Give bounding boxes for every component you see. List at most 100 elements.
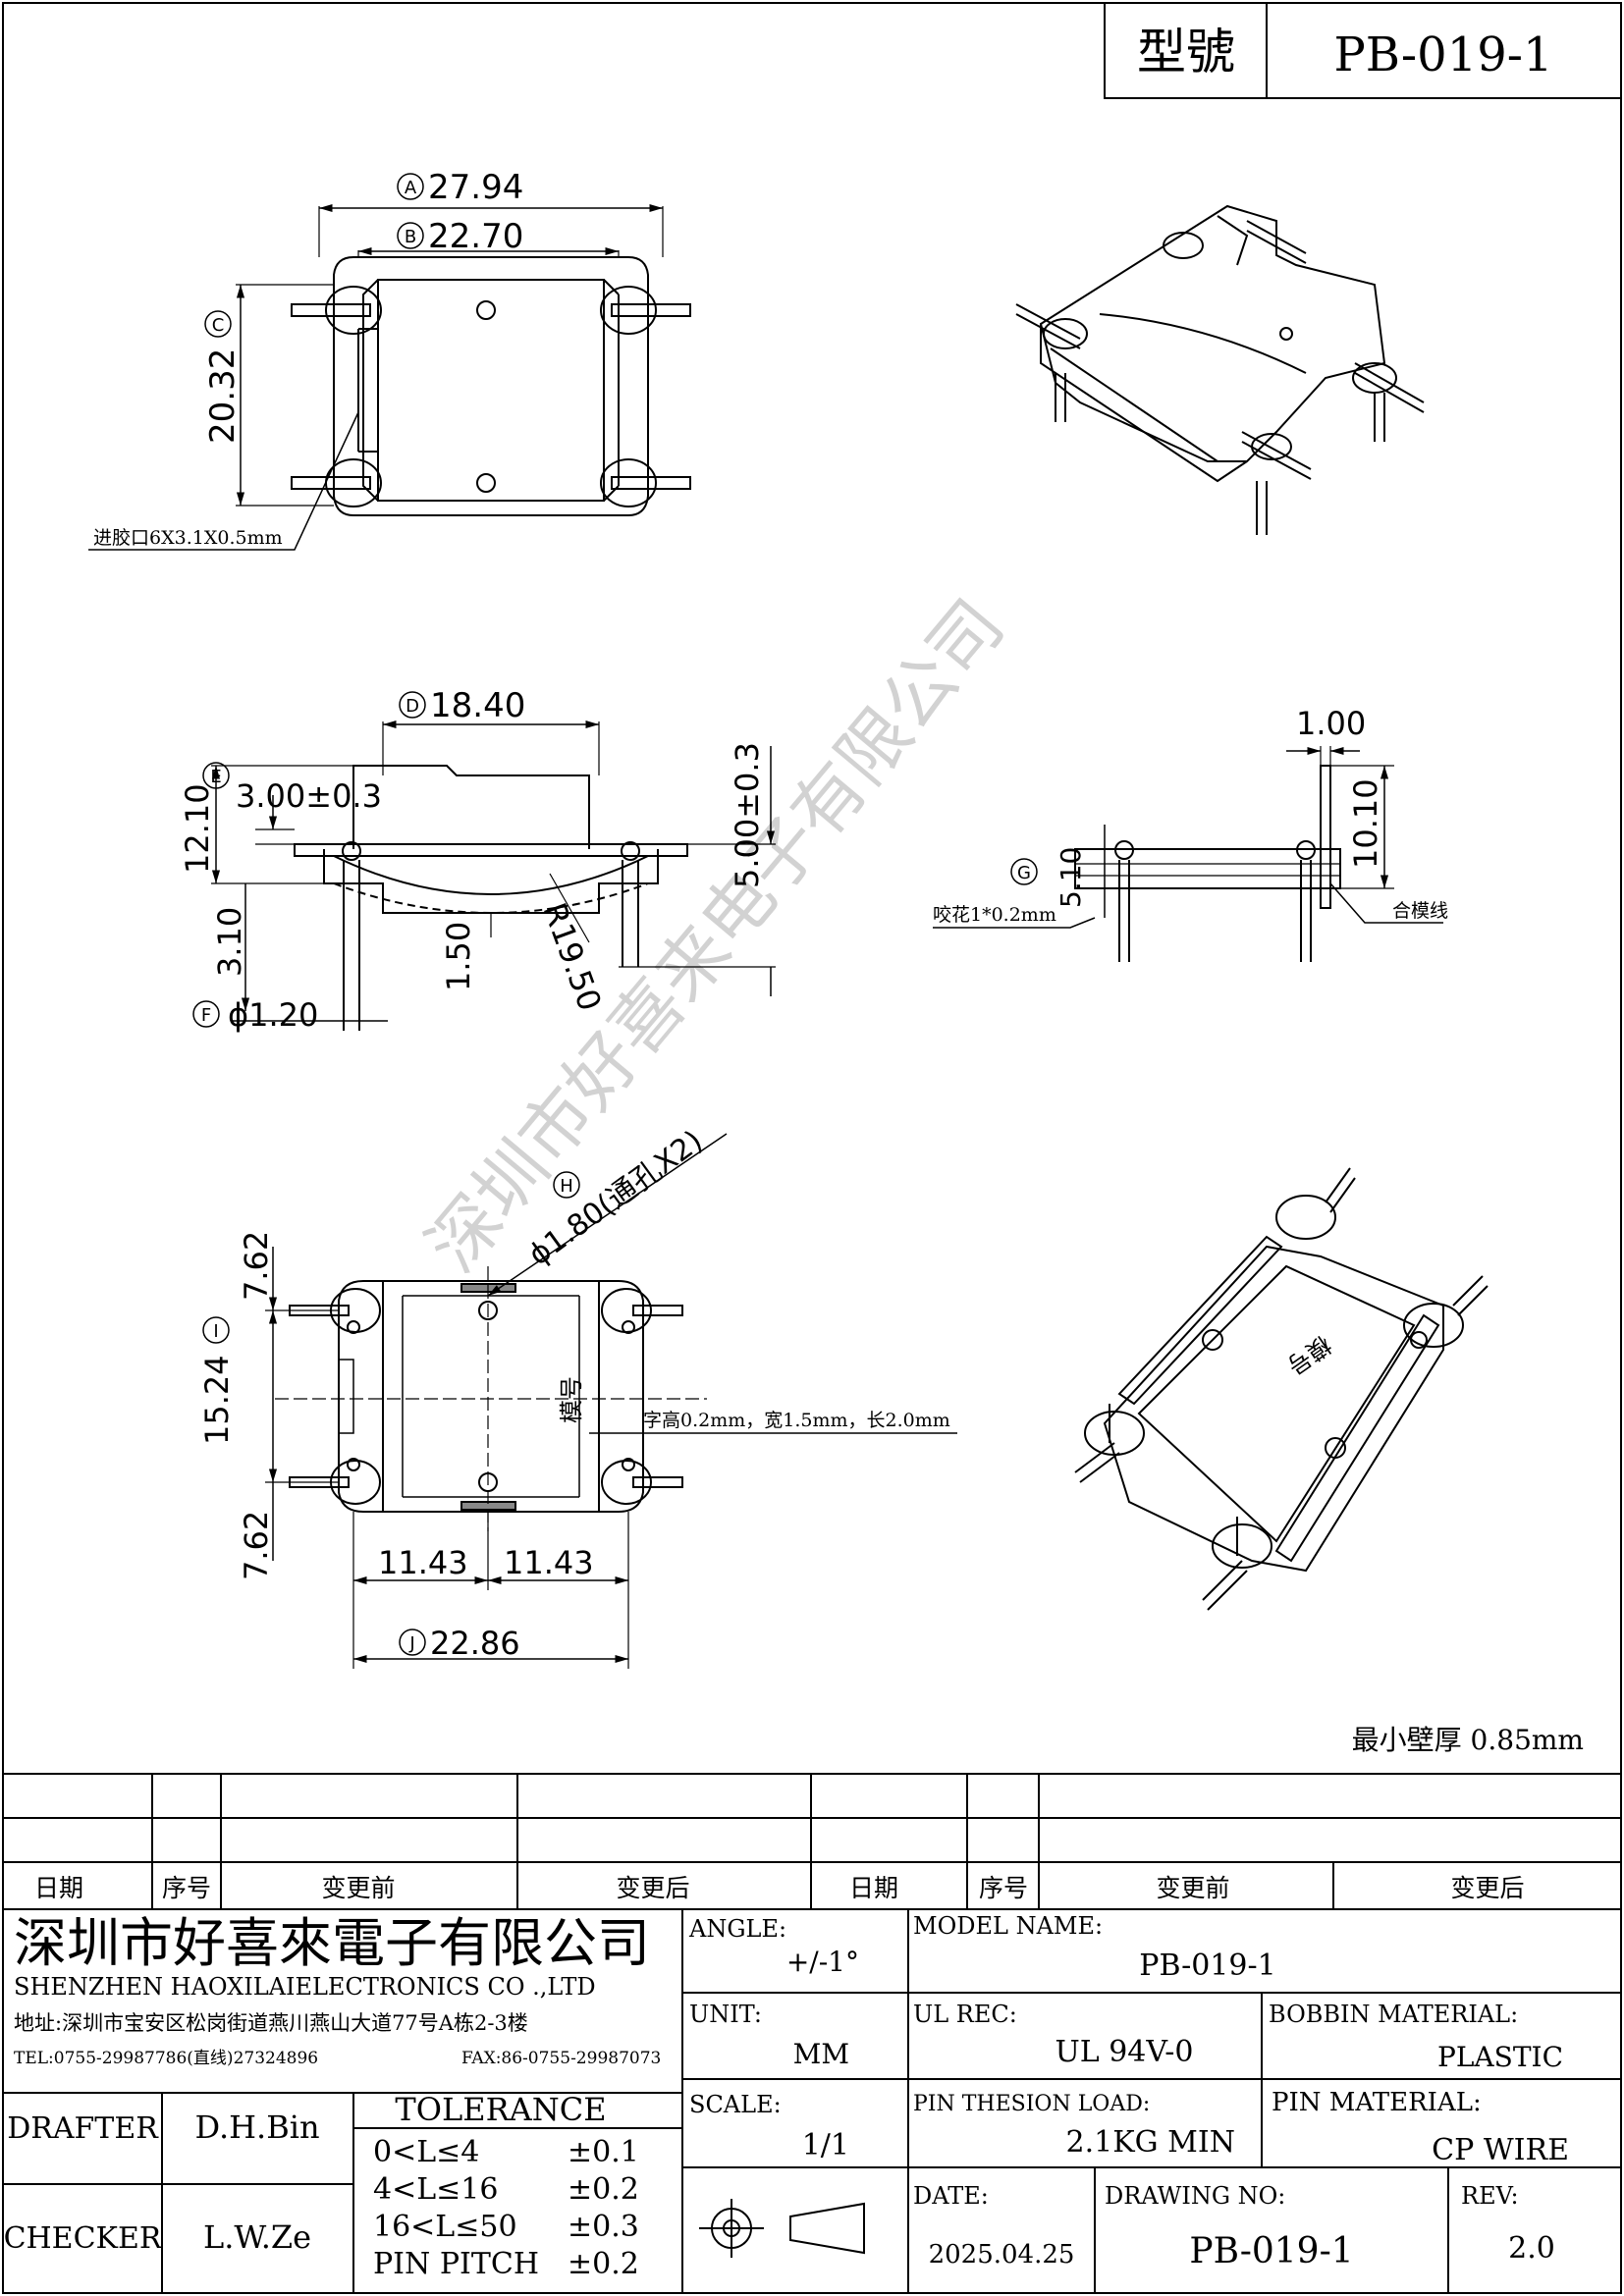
dim-I-value: 15.24: [198, 1355, 236, 1445]
drawing-no-value: PB-019-1: [1189, 2231, 1353, 2271]
tol-range-1: 0<L≤4: [373, 2135, 479, 2169]
dim-1010: 10.10: [1347, 778, 1384, 869]
company-name-cn: 深圳市好喜來電子有限公司: [14, 1912, 650, 1974]
side-view-labels: 1.00 10.10 G 5.10 咬花1*0.2mm 合模线: [933, 705, 1448, 926]
dim-D-tag: D: [406, 696, 419, 717]
company-fax: FAX:86-0755-29987073: [461, 2049, 661, 2068]
dim-762-bottom: 7.62: [238, 1511, 275, 1580]
front-view: [211, 720, 776, 1031]
pin-load-label: PIN THESION LOAD:: [913, 2092, 1150, 2116]
rev-header-date-1: 日期: [34, 1874, 83, 1902]
projection-symbol: [699, 2199, 865, 2258]
tol-range-4: PIN PITCH: [373, 2247, 539, 2281]
unit-label: UNIT:: [689, 2001, 762, 2028]
dim-I-tag: I: [213, 1321, 218, 1342]
dim-r1950: R19.50: [535, 898, 609, 1016]
dim-762-top: 7.62: [238, 1231, 275, 1301]
bobbin-material-label: BOBBIN MATERIAL:: [1269, 2001, 1518, 2028]
dim-100: 1.00: [1296, 705, 1366, 742]
scale-label: SCALE:: [689, 2091, 782, 2118]
top-view: [88, 203, 691, 551]
iso-view-top: [1015, 204, 1425, 535]
date-label: DATE:: [913, 2182, 989, 2210]
dim-A-value: 27.94: [428, 168, 523, 207]
char-note: 字高0.2mm，宽1.5mm，长2.0mm: [643, 1410, 950, 1431]
drawing-no-label: DRAWING NO:: [1105, 2182, 1285, 2210]
dim-1143-left: 11.43: [378, 1544, 468, 1581]
rev-header-no-1: 序号: [162, 1874, 211, 1902]
tol-value-1: ±0.1: [568, 2135, 639, 2169]
company-block: 深圳市好喜來電子有限公司 SHENZHEN HAOXILAIELECTRONIC…: [14, 1912, 661, 2068]
knurl-note: 咬花1*0.2mm: [933, 904, 1056, 926]
tolerance-block: TOLERANCE 0<L≤4 ±0.1 4<L≤16 ±0.2 16<L≤50…: [373, 2091, 639, 2281]
parting-note: 合模线: [1392, 900, 1448, 922]
tolerance-title: TOLERANCE: [395, 2091, 606, 2128]
pin-load-value: 2.1KG MIN: [1066, 2125, 1235, 2160]
dim-H-tag: H: [560, 1176, 573, 1197]
bottom-view-labels: H ϕ1.80(通孔X2) 7.62 I 15.24 7.62 模号 字高0.2…: [198, 1124, 950, 1662]
pin-material-value: CP WIRE: [1432, 2133, 1569, 2167]
ul-label: UL REC:: [913, 2001, 1017, 2028]
tol-range-2: 4<L≤16: [373, 2172, 498, 2207]
mold-no-iso-label: 模号: [1281, 1330, 1335, 1379]
revision-table-headers: 日期 序号 变更前 变更后 日期 序号 变更前 变更后: [34, 1874, 1525, 1902]
title-block-grid: [3, 1909, 1621, 2293]
dim-A-tag: A: [405, 178, 417, 198]
tol-value-4: ±0.2: [568, 2247, 639, 2281]
rev-header-after-1: 变更后: [616, 1874, 689, 1902]
spec-right-columns: MODEL NAME: PB-019-1 UL REC: UL 94V-0 BO…: [913, 1912, 1569, 2167]
unit-value: MM: [793, 2038, 849, 2070]
ul-value: UL 94V-0: [1055, 2035, 1193, 2069]
dim-150: 1.50: [440, 922, 477, 991]
dim-C-value: 20.32: [203, 348, 243, 444]
top-view-labels: A 27.94 B 22.70 C 20.32 进胶口6X3.1X0.5mm: [93, 168, 523, 549]
drafter-name: D.H.Bin: [194, 2109, 319, 2146]
dim-B-value: 22.70: [428, 217, 523, 256]
scale-value: 1/1: [802, 2128, 849, 2163]
dim-D-value: 18.40: [430, 686, 525, 725]
min-wall-note: 最小壁厚 0.85mm: [1352, 1724, 1584, 1756]
tol-value-3: ±0.3: [568, 2210, 639, 2244]
dim-E-value: 12.10: [179, 783, 216, 874]
drawing-info: DATE: 2025.04.25 DRAWING NO: PB-019-1 RE…: [913, 2182, 1555, 2271]
spec-left-column: ANGLE: +/-1° UNIT: MM SCALE: 1/1: [688, 1915, 859, 2163]
rev-value: 2.0: [1508, 2231, 1555, 2266]
dim-G-tag: G: [1017, 863, 1031, 883]
dim-J-value: 22.86: [430, 1625, 520, 1662]
side-view: [933, 746, 1443, 962]
model-name-value: PB-019-1: [1139, 1949, 1275, 1983]
model-name-label: MODEL NAME:: [913, 1912, 1103, 1940]
rev-header-after-2: 变更后: [1450, 1874, 1524, 1902]
tol-range-3: 16<L≤50: [373, 2210, 517, 2244]
angle-value: +/-1°: [786, 1946, 859, 1978]
gate-note: 进胶口6X3.1X0.5mm: [93, 527, 283, 549]
rev-header-before-1: 变更前: [321, 1874, 395, 1902]
dim-F-tag: F: [201, 1005, 211, 1026]
bobbin-material-value: PLASTIC: [1437, 2041, 1563, 2073]
dim-E-tag: E: [210, 767, 221, 787]
drafter-label: DRAFTER: [7, 2111, 159, 2146]
dim-1143-right: 11.43: [504, 1544, 594, 1581]
rev-header-no-2: 序号: [979, 1874, 1028, 1902]
header-model-label: 型號: [1137, 24, 1235, 80]
iso-view-bottom: [1074, 1167, 1489, 1611]
dim-G-value: 5.10: [1055, 847, 1087, 908]
company-tel: TEL:0755-29987786(直线)27324896: [14, 2049, 318, 2068]
dim-J-tag: J: [408, 1633, 414, 1654]
checker-label: CHECKER: [4, 2221, 163, 2256]
bottom-view: [265, 1133, 957, 1669]
pin-material-label: PIN MATERIAL:: [1272, 2088, 1482, 2117]
angle-label: ANGLE:: [688, 1915, 786, 1943]
date-value: 2025.04.25: [929, 2240, 1075, 2269]
header-model-value: PB-019-1: [1333, 27, 1552, 82]
dim-tol-300: 3.00±0.3: [236, 777, 382, 815]
tol-value-2: ±0.2: [568, 2172, 639, 2207]
header-model-box: 型號 PB-019-1: [1104, 2, 1622, 99]
dim-tol-500: 5.00±0.3: [729, 742, 766, 888]
dim-310: 3.10: [211, 907, 248, 977]
people-block: DRAFTER D.H.Bin CHECKER L.W.Ze: [4, 2109, 320, 2256]
mold-no-label: 模号: [558, 1376, 585, 1423]
rev-header-before-2: 变更前: [1156, 1874, 1229, 1902]
